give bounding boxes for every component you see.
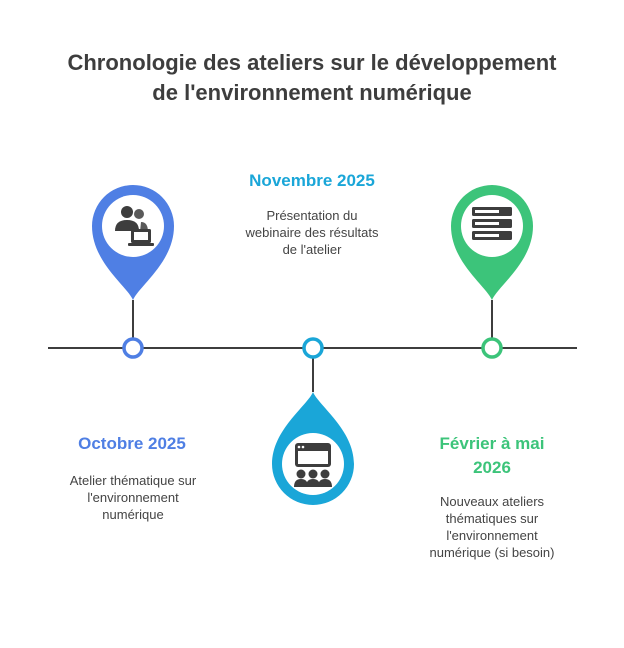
milestone-1-desc-line: numérique bbox=[102, 507, 164, 522]
milestone-3-date: Février à mai 2026 bbox=[402, 432, 582, 480]
title-line-2: de l'environnement numérique bbox=[152, 80, 472, 105]
milestone-1-desc-line: l'environnement bbox=[87, 490, 179, 505]
milestone-2-desc-line: webinaire des résultats bbox=[245, 225, 379, 240]
milestone-3-date-line: 2026 bbox=[473, 458, 511, 477]
milestone-1-desc-line: Atelier thématique sur bbox=[69, 473, 197, 488]
milestone-3-date-line: Février à mai bbox=[439, 434, 545, 453]
milestone-3-desc-line: Nouveaux ateliers bbox=[439, 494, 545, 509]
page-title: Chronologie des ateliers sur le développ… bbox=[20, 48, 604, 108]
milestone-3-desc-line: numérique (si besoin) bbox=[429, 545, 555, 560]
milestone-2-pin bbox=[272, 358, 354, 505]
milestone-1-marker bbox=[122, 337, 144, 359]
webinar-presentation-icon bbox=[294, 443, 332, 487]
title-line-1: Chronologie des ateliers sur le développ… bbox=[67, 50, 557, 75]
milestone-3-desc-line: l'environnement bbox=[446, 528, 538, 543]
milestone-2-desc-line: de l'atelier bbox=[282, 242, 342, 257]
milestone-2-marker bbox=[302, 337, 324, 359]
milestone-1-date: Octobre 2025 bbox=[78, 434, 186, 453]
milestone-3-description: Nouveaux ateliers thématiques sur l'envi… bbox=[398, 493, 586, 561]
milestone-3-marker bbox=[481, 337, 503, 359]
milestone-1-description: Atelier thématique sur l'environnement n… bbox=[40, 472, 226, 523]
milestone-3-desc-line: thématiques sur bbox=[445, 511, 539, 526]
milestone-2-date: Novembre 2025 bbox=[249, 171, 375, 190]
milestone-2-desc-line: Présentation du bbox=[266, 208, 358, 223]
users-laptop-icon bbox=[115, 206, 154, 246]
milestone-1-pin bbox=[92, 185, 174, 338]
milestone-2-description: Présentation du webinaire des résultats … bbox=[218, 207, 406, 258]
milestone-3-pin bbox=[451, 185, 533, 338]
server-stack-icon bbox=[472, 207, 512, 240]
